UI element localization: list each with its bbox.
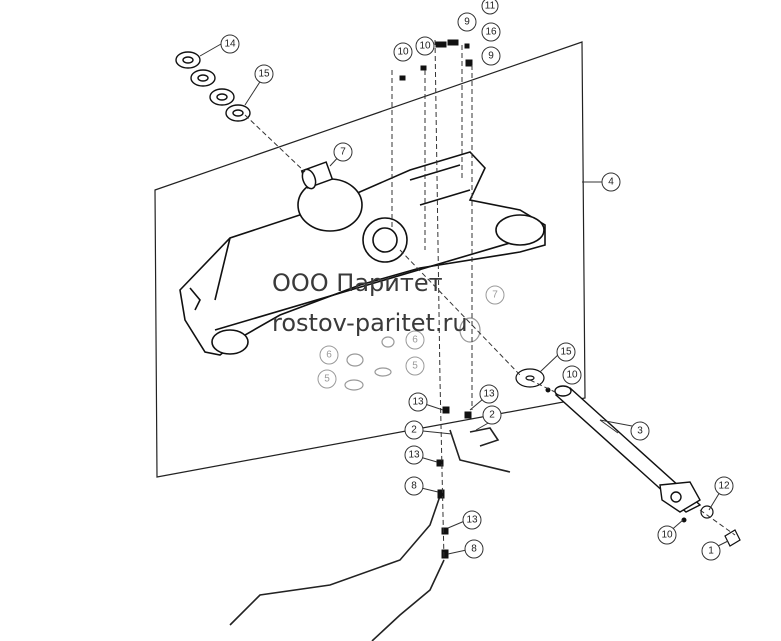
callout-13-d: 13 bbox=[462, 510, 482, 530]
svg-text:7: 7 bbox=[340, 147, 346, 158]
hydraulic-hoses bbox=[229, 427, 511, 641]
svg-text:4: 4 bbox=[608, 177, 614, 188]
callout-13-b: 13 bbox=[479, 384, 499, 404]
callout-10-c: 10 bbox=[562, 365, 582, 385]
svg-text:1: 1 bbox=[708, 546, 714, 557]
svg-text:8: 8 bbox=[411, 481, 417, 492]
svg-text:16: 16 bbox=[485, 27, 497, 38]
svg-text:6: 6 bbox=[326, 350, 332, 361]
callout-13-c: 13 bbox=[404, 445, 424, 465]
svg-text:13: 13 bbox=[408, 450, 420, 461]
svg-text:9: 9 bbox=[464, 17, 470, 28]
svg-text:11: 11 bbox=[485, 1, 496, 12]
svg-text:15: 15 bbox=[560, 347, 572, 358]
svg-text:10: 10 bbox=[397, 47, 409, 58]
svg-text:13: 13 bbox=[483, 389, 495, 400]
svg-text:10: 10 bbox=[566, 370, 578, 381]
svg-text:8: 8 bbox=[471, 544, 477, 555]
callout-1: 1 bbox=[701, 541, 721, 561]
shaft-part-3 bbox=[554, 385, 702, 513]
callout-13-a: 13 bbox=[408, 392, 428, 412]
svg-text:13: 13 bbox=[466, 515, 478, 526]
callout-9-b: 9 bbox=[481, 46, 501, 66]
svg-text:3: 3 bbox=[637, 426, 643, 437]
callout-8-b: 8 bbox=[464, 539, 484, 559]
callout-2-b: 2 bbox=[482, 405, 502, 425]
callout-10-b: 10 bbox=[415, 36, 435, 56]
assembly-lines bbox=[244, 39, 736, 561]
callout-5-b: 5 bbox=[405, 356, 425, 376]
watermark-company: ООО Паритет bbox=[272, 269, 443, 297]
svg-text:5: 5 bbox=[324, 374, 330, 385]
callout-16: 16 bbox=[481, 22, 501, 42]
assembly-panel bbox=[154, 41, 586, 478]
callout-4: 4 bbox=[601, 172, 621, 192]
callout-6-a: 6 bbox=[319, 345, 339, 365]
svg-text:10: 10 bbox=[661, 530, 673, 541]
callout-5-a: 5 bbox=[317, 369, 337, 389]
washer-stack bbox=[175, 51, 251, 122]
callout-12: 12 bbox=[714, 476, 734, 496]
callout-10-a: 10 bbox=[393, 42, 413, 62]
svg-text:14: 14 bbox=[224, 39, 236, 50]
ghost-parts bbox=[344, 317, 481, 391]
callout-8-a: 8 bbox=[404, 476, 424, 496]
callout-2-a: 2 bbox=[404, 420, 424, 440]
callout-7-top: 7 bbox=[333, 142, 353, 162]
svg-text:2: 2 bbox=[489, 410, 495, 421]
svg-text:2: 2 bbox=[411, 425, 417, 436]
fittings bbox=[399, 39, 687, 559]
svg-text:13: 13 bbox=[412, 397, 424, 408]
callout-15-top: 15 bbox=[254, 64, 274, 84]
callout-7-ghost: 7 bbox=[485, 285, 505, 305]
bolt-assembly bbox=[700, 505, 741, 547]
svg-text:9: 9 bbox=[488, 51, 494, 62]
callout-6-b: 6 bbox=[405, 330, 425, 350]
track-frame bbox=[179, 151, 546, 356]
bushing-part-7 bbox=[300, 161, 334, 190]
callout-14: 14 bbox=[220, 34, 240, 54]
svg-text:6: 6 bbox=[412, 335, 418, 346]
callout-10-d: 10 bbox=[657, 525, 677, 545]
svg-text:15: 15 bbox=[258, 69, 270, 80]
svg-text:10: 10 bbox=[419, 41, 431, 52]
callout-11: 11 bbox=[481, 0, 499, 15]
callout-9-a: 9 bbox=[457, 12, 477, 32]
watermark-url: rostov-paritet.ru bbox=[272, 309, 468, 337]
svg-text:12: 12 bbox=[718, 481, 730, 492]
callout-3: 3 bbox=[630, 421, 650, 441]
callout-15-bottom: 15 bbox=[556, 342, 576, 362]
svg-text:5: 5 bbox=[412, 361, 418, 372]
svg-text:7: 7 bbox=[492, 290, 498, 301]
washer-part-15 bbox=[515, 368, 545, 388]
